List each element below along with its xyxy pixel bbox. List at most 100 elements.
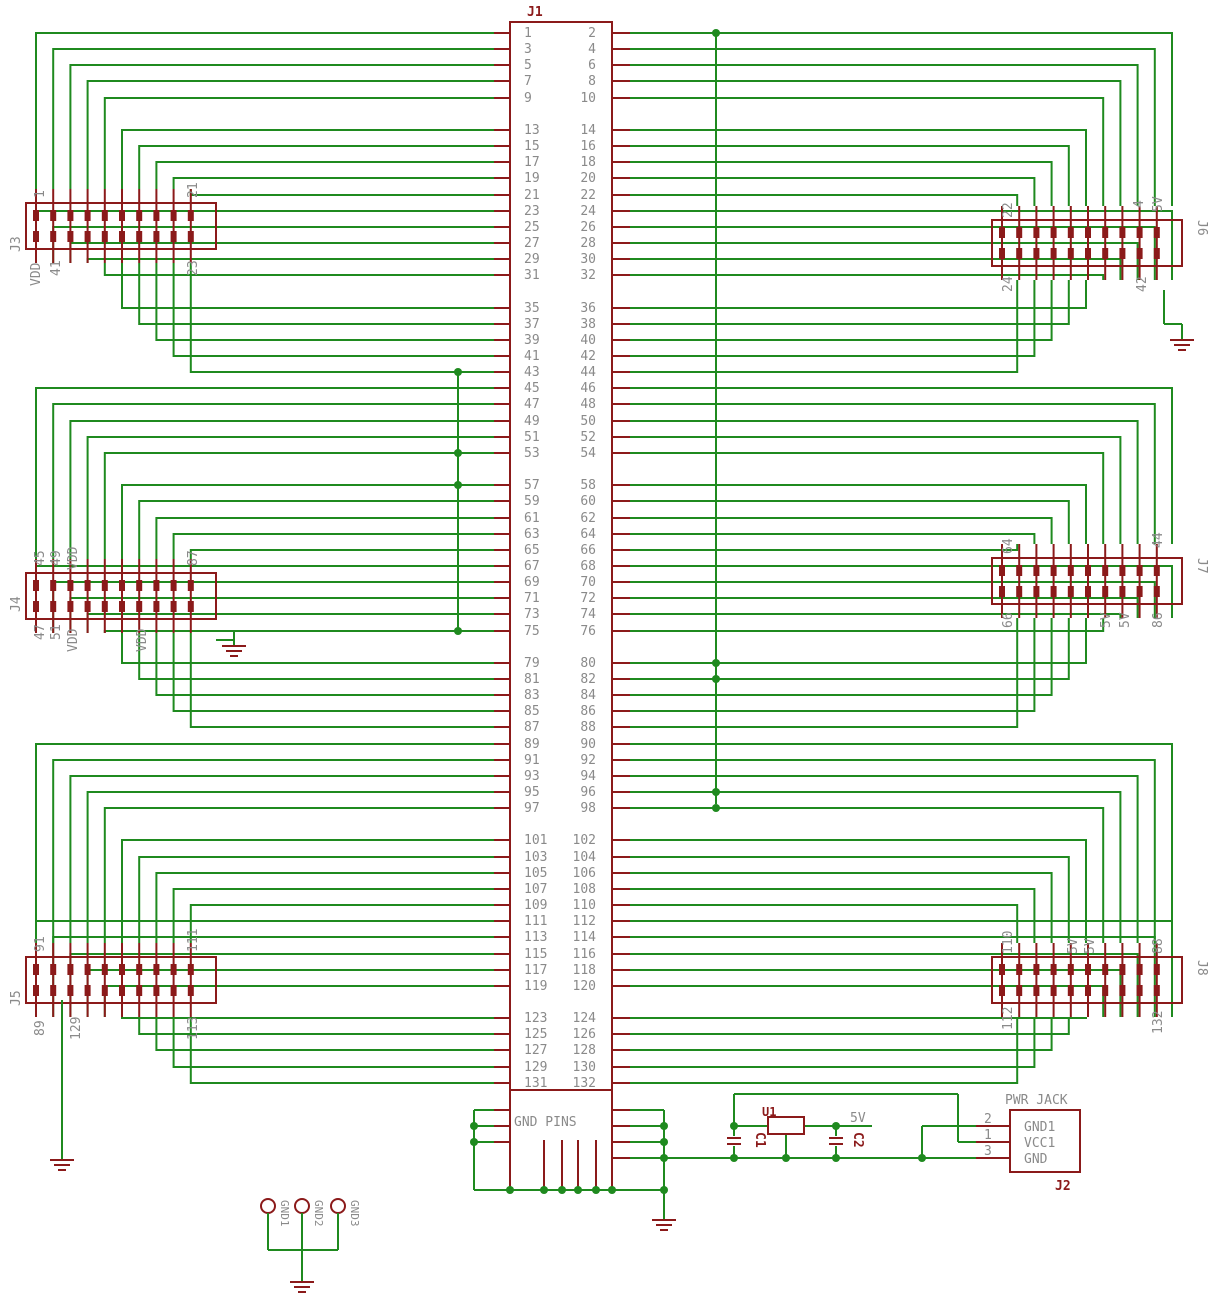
j1-pin-label: 26 xyxy=(580,220,596,235)
wire xyxy=(630,97,1105,206)
header-pad xyxy=(1067,227,1074,238)
header-pad xyxy=(119,210,125,221)
wire xyxy=(121,263,494,309)
header-pad xyxy=(67,964,74,975)
wire xyxy=(630,565,1173,618)
j1-pin-label: 119 xyxy=(524,979,547,994)
header-pad xyxy=(1050,565,1057,576)
j1-pin-label: 71 xyxy=(524,591,540,606)
header-pad xyxy=(50,985,57,996)
j1-pin-label: 80 xyxy=(580,656,596,671)
j4-pin87-label: 87 xyxy=(186,550,201,566)
header-pad xyxy=(1085,985,1091,996)
header-pad xyxy=(1033,964,1040,975)
j4-vdd-bottom-label: VDD xyxy=(66,628,81,652)
header-pad xyxy=(1102,586,1109,597)
wire xyxy=(172,1017,494,1068)
header-pad xyxy=(101,580,108,591)
header-pad xyxy=(67,580,74,591)
header-pad xyxy=(1102,985,1109,996)
wire xyxy=(630,210,1173,280)
mount-gnd3-label: GND3 xyxy=(348,1200,361,1227)
header-pad xyxy=(67,231,74,242)
j1-pin-label: 107 xyxy=(524,882,547,897)
j1-pin-label: 45 xyxy=(524,381,540,396)
wire xyxy=(630,839,1087,943)
header-pad xyxy=(1085,964,1091,975)
j1-pin-label: 23 xyxy=(524,204,540,219)
j1-pin-label: 93 xyxy=(524,769,540,784)
j4-pin45-label: 45 xyxy=(33,550,48,566)
wire xyxy=(630,743,1173,943)
j1-pin-label: 13 xyxy=(524,123,540,138)
jack-pin3-name: GND xyxy=(1024,1152,1048,1167)
wire xyxy=(630,280,1070,325)
wire xyxy=(138,633,494,680)
header-pad xyxy=(101,964,108,975)
j1-pin-label: 127 xyxy=(524,1043,547,1058)
wire xyxy=(630,403,1156,544)
j1-pin-label: 67 xyxy=(524,559,540,574)
j1-pin-label: 94 xyxy=(580,769,596,784)
header-pad xyxy=(50,210,57,221)
j1-pin-label: 17 xyxy=(524,155,540,170)
j4-ref: J4 xyxy=(9,596,24,612)
wire xyxy=(138,856,494,943)
j8-pin112-label: 112 xyxy=(1001,1007,1016,1030)
wire xyxy=(121,633,494,664)
j1-pin-label: 44 xyxy=(580,365,596,380)
wire xyxy=(630,613,1122,618)
j8-pin132-label: 132 xyxy=(1151,1011,1166,1034)
header-pad xyxy=(1153,985,1160,996)
wire xyxy=(630,145,1070,206)
c2-ref: C2 xyxy=(850,1132,865,1148)
wire xyxy=(138,145,494,189)
j3-pin41-label: 41 xyxy=(49,260,64,276)
j1-pin-label: 39 xyxy=(524,333,540,348)
j1-pin-label: 66 xyxy=(580,543,596,558)
wire xyxy=(103,263,494,276)
j1-pin-label: 91 xyxy=(524,753,540,768)
j1-pin-label: 6 xyxy=(588,58,596,73)
j1-pin-label: 109 xyxy=(524,898,547,913)
header-pad xyxy=(136,601,143,612)
wire xyxy=(630,618,1070,680)
wire xyxy=(103,807,494,943)
j1-pin-label: 20 xyxy=(580,171,596,186)
wire xyxy=(630,533,1036,544)
wire xyxy=(155,633,494,696)
j1-pin-label: 57 xyxy=(524,478,540,493)
wire xyxy=(630,161,1053,206)
j1-pin-label: 37 xyxy=(524,317,540,332)
wire xyxy=(189,633,494,728)
j1-pin-label: 110 xyxy=(573,898,596,913)
wire xyxy=(630,618,1036,712)
header-pad xyxy=(33,210,39,221)
header-pad xyxy=(1136,586,1143,597)
wire xyxy=(630,597,1139,618)
wire xyxy=(103,452,494,559)
header-pad xyxy=(136,231,143,242)
header-pad xyxy=(136,210,143,221)
header-pad xyxy=(187,580,194,591)
header-pad xyxy=(136,985,143,996)
header-pad xyxy=(1067,964,1074,975)
j1-pin-label: 14 xyxy=(580,123,596,138)
j1-pin-label: 87 xyxy=(524,720,540,735)
wire xyxy=(630,775,1139,943)
wire xyxy=(172,177,494,189)
j1-pin-label: 117 xyxy=(524,963,547,978)
wire xyxy=(138,500,494,559)
jack-pin2-name: GND1 xyxy=(1024,1120,1055,1135)
wire xyxy=(630,274,1105,280)
j1-pin-label: 9 xyxy=(524,91,532,106)
wire xyxy=(69,597,494,633)
header-pad xyxy=(999,985,1005,996)
j1-pin-label: 52 xyxy=(580,430,596,445)
wire xyxy=(86,80,494,189)
header-pad xyxy=(84,601,91,612)
ground-icon xyxy=(50,1000,74,1171)
header-pad xyxy=(33,964,39,975)
header-pad xyxy=(187,964,194,975)
j1-pin-label: 43 xyxy=(524,365,540,380)
